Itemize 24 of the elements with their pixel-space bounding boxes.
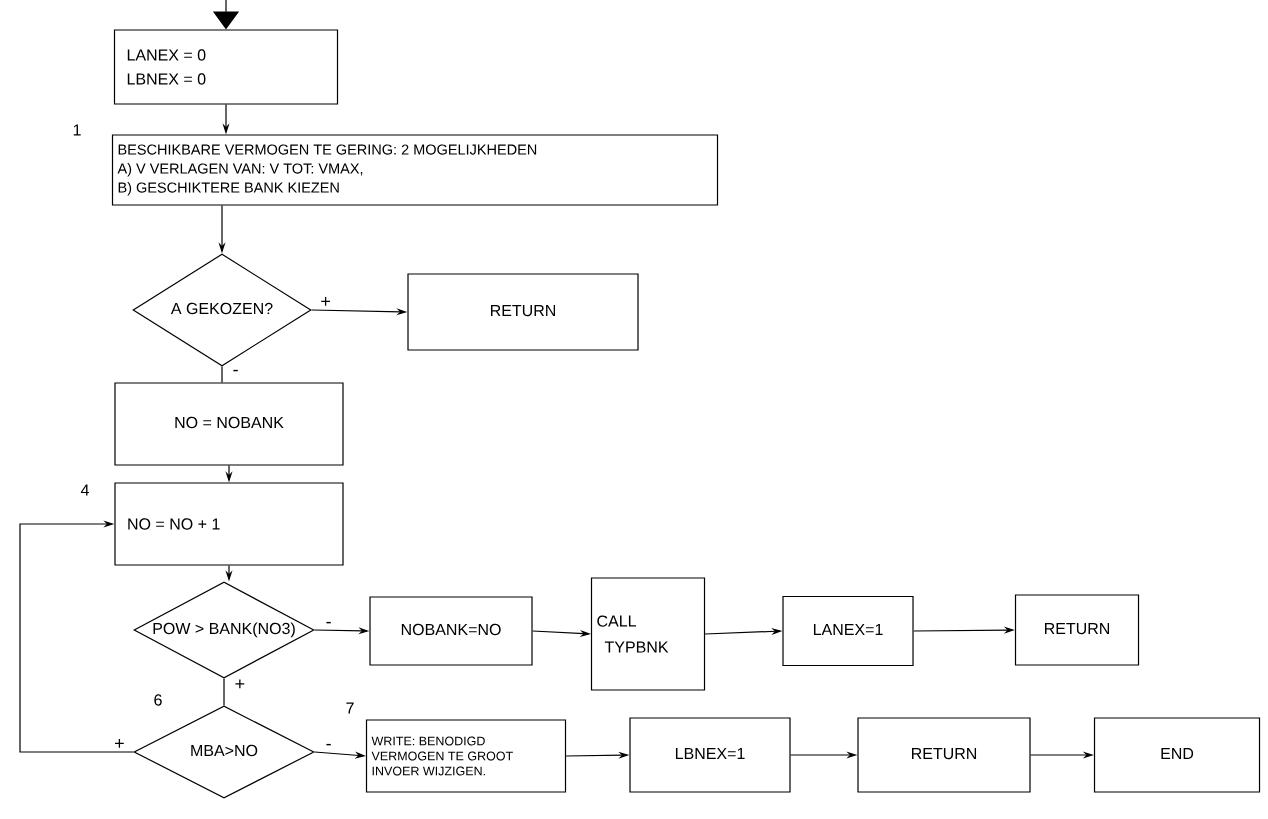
process-box: LANEX = 0 LBNEX = 0 [113,29,339,105]
process-box: NO = NO + 1 [114,482,344,566]
process-box: RETURN [1014,594,1140,666]
arrow [19,520,134,753]
edge-label: - [326,743,331,746]
process-box: LBNEX=1 [629,717,791,793]
step-number: 7 [346,702,354,714]
process-box: NO = NOBANK [114,382,344,466]
process-box: RETURN [407,273,639,351]
process-box: LANEX=1 [782,595,914,667]
edge-label: - [326,621,331,624]
process-box: NOBANK=NO [369,596,533,666]
edge-label: + [115,739,124,748]
step-number: 6 [154,694,162,706]
process-box: CALL TYPBNK [590,577,706,691]
step-number: 1 [73,124,81,136]
process-box: BESCHIKBARE VERMOGEN TE GERING: 2 MOGELIJKHEDEN A) V VERLAGEN VAN: V TOT: VMAX, B) GESCHIKTERE BANK KIEZEN [111,134,719,206]
step-number: 4 [80,484,89,496]
edge-label: - [233,369,238,372]
process-box: WRITE: BENODIGD VERMOGEN TE GROOT INVOER WIJZIGEN. [365,719,567,793]
edge-label: + [235,679,245,689]
process-box: END [1093,717,1261,793]
process-box: RETURN [857,717,1031,793]
edge-label: + [321,297,330,306]
